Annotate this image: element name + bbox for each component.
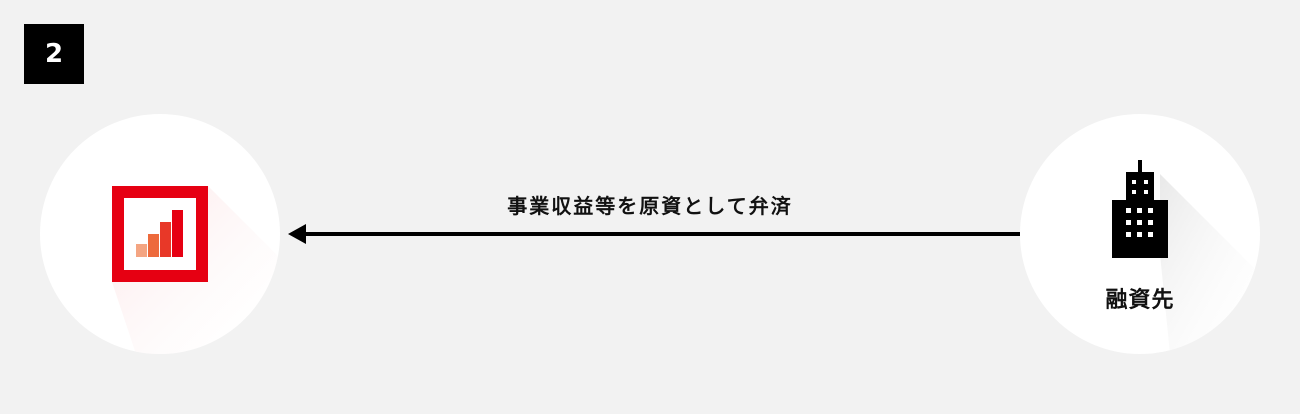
office-building-icon [1112, 160, 1168, 258]
bar-chart-logo-icon [112, 186, 208, 282]
recipient-shadow [1160, 174, 1260, 354]
recipient-label: 融資先 [1105, 288, 1175, 313]
step-number: 2 [44, 39, 64, 69]
flow-arrow [288, 224, 1020, 244]
step-number-badge: 2 [24, 24, 84, 84]
flow-label: 事業収益等を原資として弁済 [507, 194, 793, 218]
